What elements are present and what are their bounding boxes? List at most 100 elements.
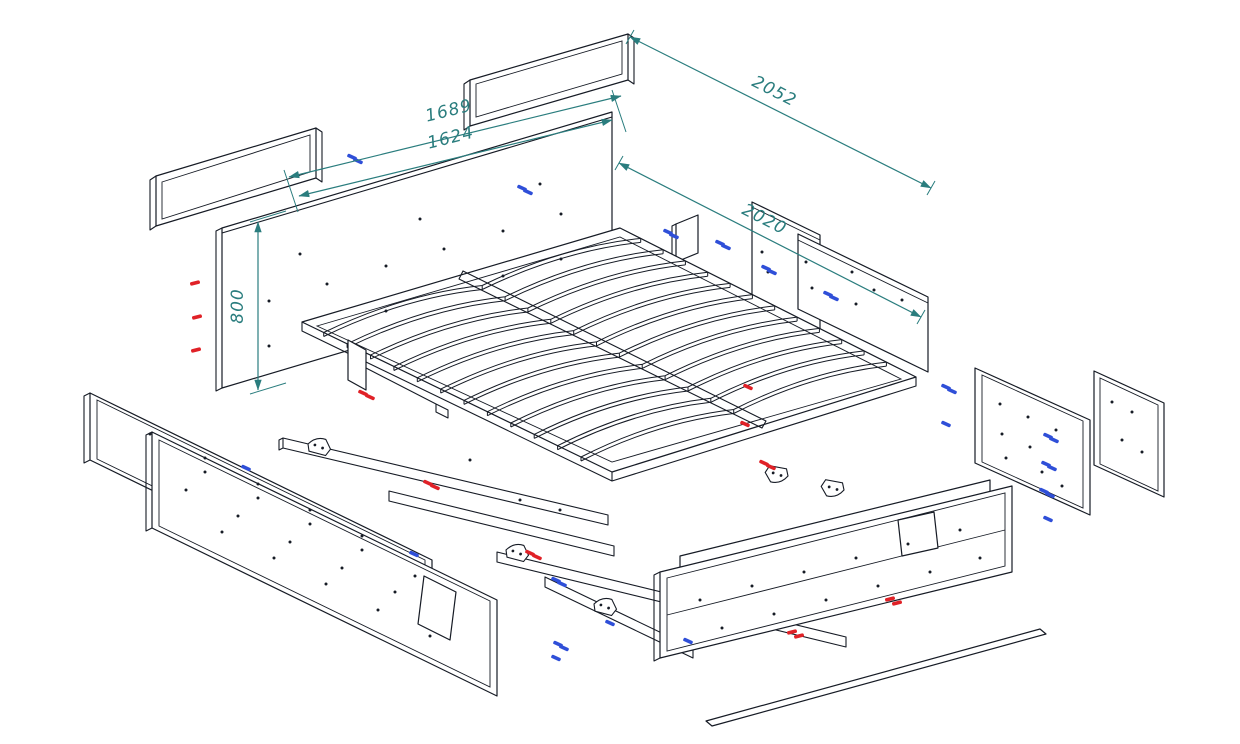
screw-hole <box>928 570 932 574</box>
fastener-marker-blue <box>557 580 567 588</box>
fastener-marker-red <box>423 479 433 487</box>
screw-hole <box>698 598 702 602</box>
screw-hole <box>418 217 422 221</box>
side-panel-right-2 <box>1093 370 1165 498</box>
screw-hole <box>203 456 207 460</box>
screw-hole <box>384 309 388 313</box>
screw-hole <box>148 432 152 436</box>
screw-hole <box>720 626 724 630</box>
fastener-marker-blue <box>241 464 251 472</box>
screw-hole <box>184 488 188 492</box>
fastener-marker-red <box>743 383 753 391</box>
fastener-marker-blue <box>551 654 561 662</box>
platform-leg-bracket <box>347 339 449 419</box>
fastener-marker-blue <box>559 644 569 652</box>
screw-hole <box>824 598 828 602</box>
screw-hole <box>872 288 876 292</box>
center-rail <box>458 270 767 429</box>
fastener-marker-red <box>759 459 769 467</box>
screw-hole <box>810 286 814 290</box>
screw-hole <box>325 282 329 286</box>
fastener-marker-blue <box>947 387 957 395</box>
screw-hole <box>442 247 446 251</box>
dimension-label-width-inner: 1624 <box>425 123 476 154</box>
screw-hole <box>203 470 207 474</box>
screw-hole <box>750 584 754 588</box>
screw-hole <box>267 299 271 303</box>
fastener-marker-red <box>740 420 750 428</box>
dimension-1624: 1624 <box>298 118 613 198</box>
screw-hole <box>854 556 858 560</box>
fastener-marker-red <box>766 463 776 471</box>
screw-hole <box>1140 450 1144 454</box>
screw-hole <box>428 634 432 638</box>
screw-hole <box>998 402 1002 406</box>
screw-hole <box>501 229 505 233</box>
screw-hole <box>272 556 276 560</box>
screw-hole <box>802 570 806 574</box>
screw-hole <box>360 548 364 552</box>
screw-hole <box>324 582 328 586</box>
screw-hole <box>288 540 292 544</box>
screw-hole <box>413 574 417 578</box>
fastener-marker-red <box>787 629 797 635</box>
fastener-marker-red <box>191 347 201 353</box>
screw-hole <box>518 498 522 502</box>
screw-hole <box>772 612 776 616</box>
screw-hole <box>1060 484 1064 488</box>
screw-hole <box>393 590 397 594</box>
screw-hole <box>376 608 380 612</box>
fastener-marker-blue <box>683 637 693 645</box>
screw-hole <box>1054 428 1058 432</box>
screw-hole <box>468 458 472 462</box>
fastener-marker-blue <box>409 550 419 558</box>
fastener-marker-blue <box>721 243 731 251</box>
fastener-marker-red <box>892 600 902 606</box>
dimension-label-width-outer: 1689 <box>423 96 474 127</box>
screw-hole <box>220 530 224 534</box>
slat-base <box>301 227 917 482</box>
screw-hole <box>854 302 858 306</box>
fastener-marker-blue <box>605 619 615 627</box>
slats <box>323 237 887 462</box>
fastener-marker-blue <box>941 420 951 428</box>
fastener-marker-blue <box>1045 491 1055 499</box>
screw-hole <box>1120 438 1124 442</box>
loose-slat-strip <box>705 628 1047 727</box>
fastener-marker-red <box>358 389 368 397</box>
screw-hole <box>559 257 563 261</box>
screw-hole <box>384 264 388 268</box>
dimension-800: 800 <box>228 221 262 391</box>
screw-hole <box>900 298 904 302</box>
fastener-marker-red <box>190 280 200 286</box>
screw-hole <box>1026 415 1030 419</box>
screw-hole <box>1004 456 1008 460</box>
fastener-marker-red <box>532 553 542 561</box>
screw-hole <box>558 508 562 512</box>
side-panel-right-1 <box>974 367 1091 516</box>
footboard-panel-front <box>653 485 1013 662</box>
screw-hole <box>236 514 240 518</box>
dimension-2052: 2052 <box>629 36 932 189</box>
screw-hole <box>804 260 808 264</box>
line-art <box>83 33 1165 727</box>
screw-hole <box>850 270 854 274</box>
fastener-marker-red <box>365 393 375 401</box>
screw-hole <box>360 534 364 538</box>
screw-hole <box>1110 400 1114 404</box>
screw-hole <box>559 212 563 216</box>
screw-hole <box>978 556 982 560</box>
screw-hole <box>760 250 764 254</box>
screw-hole <box>538 182 542 186</box>
fastener-marker-red <box>430 483 440 491</box>
dimension-label-length-outer: 2052 <box>749 72 800 111</box>
fastener-marker-blue <box>1047 464 1057 472</box>
fastener-marker-blue <box>1043 515 1053 523</box>
fastener-marker-red <box>794 633 804 639</box>
fastener-marker-blue <box>1049 436 1059 444</box>
fastener-marker-red <box>525 549 535 557</box>
screw-hole <box>256 482 260 486</box>
screw-hole <box>501 274 505 278</box>
